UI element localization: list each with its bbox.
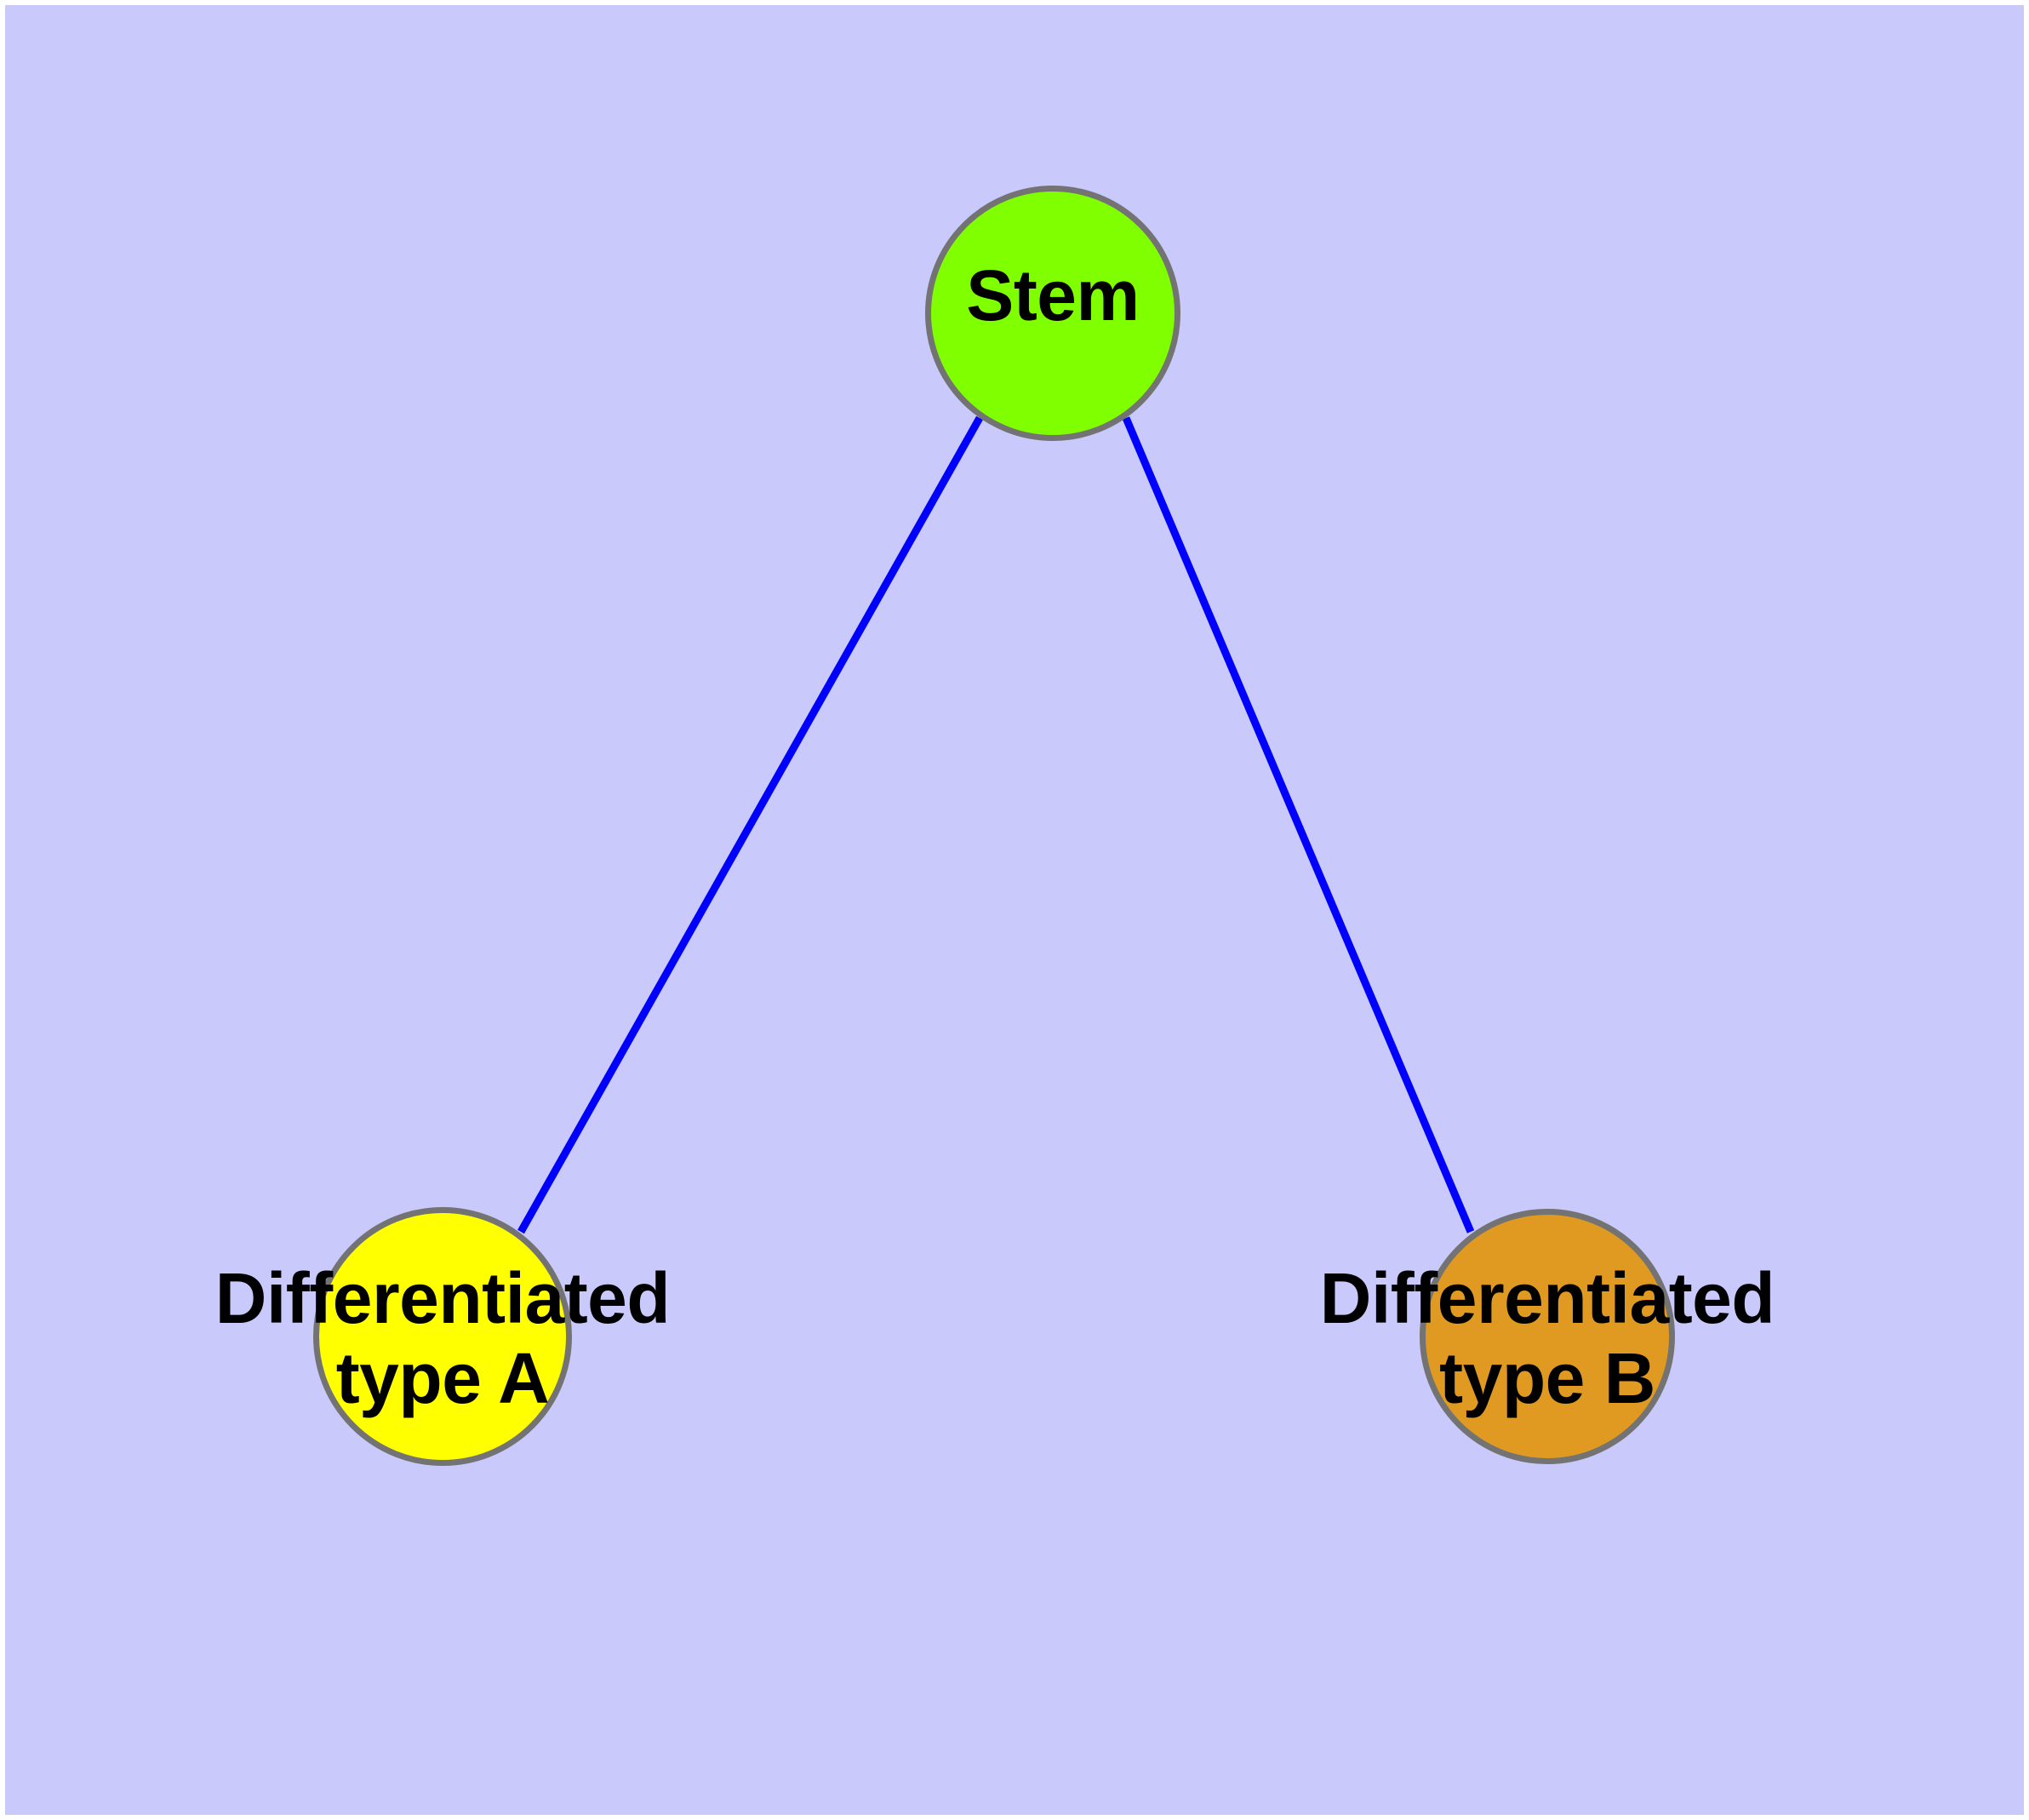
edge-stem-to-differentiated-type-a bbox=[517, 415, 983, 1234]
node-stem[interactable] bbox=[925, 186, 1180, 441]
node-differentiated-type-b[interactable] bbox=[1420, 1209, 1675, 1464]
edge-stem-to-differentiated-type-b bbox=[1122, 416, 1475, 1233]
node-differentiated-type-a[interactable] bbox=[313, 1207, 572, 1466]
